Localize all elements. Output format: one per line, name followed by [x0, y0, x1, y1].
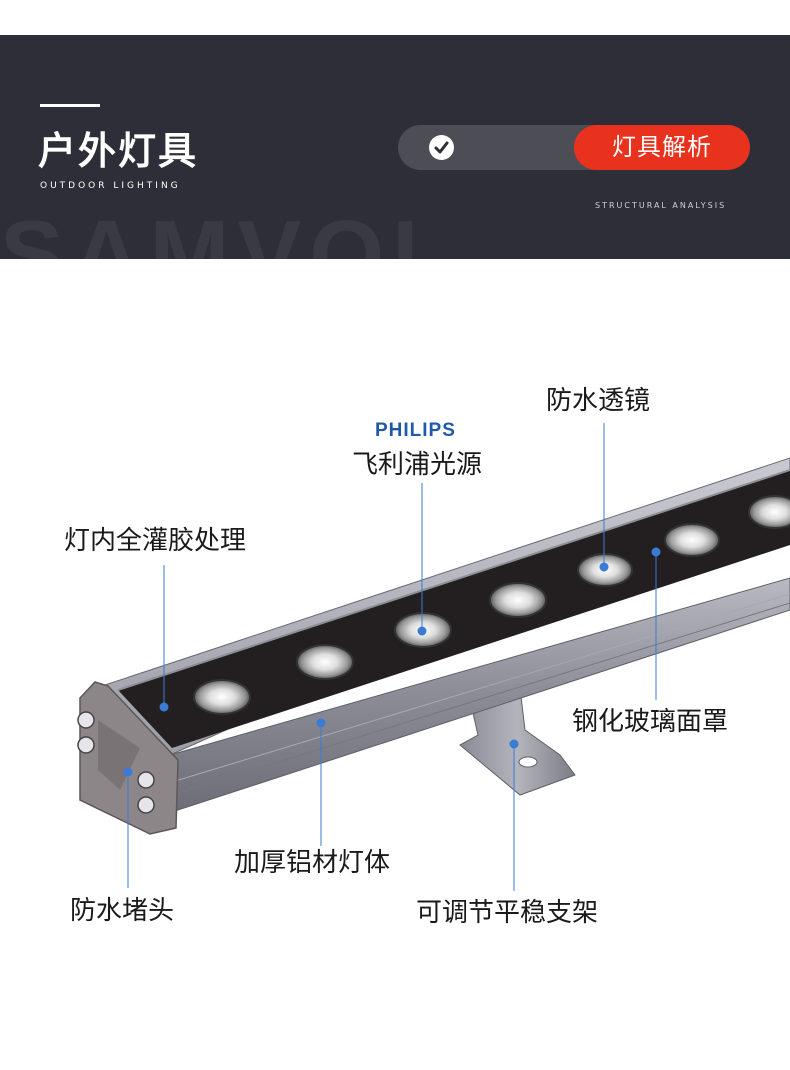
title-rule: [40, 104, 100, 107]
header-banner: SAMVOL 户外灯具 OUTDOOR LIGHTING 灯具解析 STRUCT…: [0, 35, 790, 259]
led-wall-washer-illustration: [77, 423, 790, 891]
banner-watermark: SAMVOL: [0, 201, 459, 260]
callout-bracket: 可调节平稳支架: [416, 898, 599, 928]
callout-glass-cover: 钢化玻璃面罩: [572, 707, 729, 737]
lens-row: [193, 495, 790, 715]
callout-end-cap: 防水堵头: [70, 896, 175, 926]
callout-light-source: 飞利浦光源: [352, 450, 483, 480]
section-toggle[interactable]: 灯具解析: [398, 125, 750, 170]
callout-lens: 防水透镜: [546, 386, 651, 416]
page-subtitle: OUTDOOR LIGHTING: [40, 181, 181, 191]
check-icon: [429, 135, 454, 160]
callout-potting: 灯内全灌胶处理: [64, 526, 247, 556]
section-label-button[interactable]: 灯具解析: [574, 125, 750, 170]
section-subtitle: STRUCTURAL ANALYSIS: [595, 201, 727, 210]
philips-logo: PHILIPS: [375, 420, 456, 441]
page-title: 户外灯具: [38, 129, 199, 173]
end-cap: [77, 681, 179, 835]
callout-aluminum-body: 加厚铝材灯体: [234, 848, 391, 878]
tempered-glass-cover: [118, 470, 790, 748]
